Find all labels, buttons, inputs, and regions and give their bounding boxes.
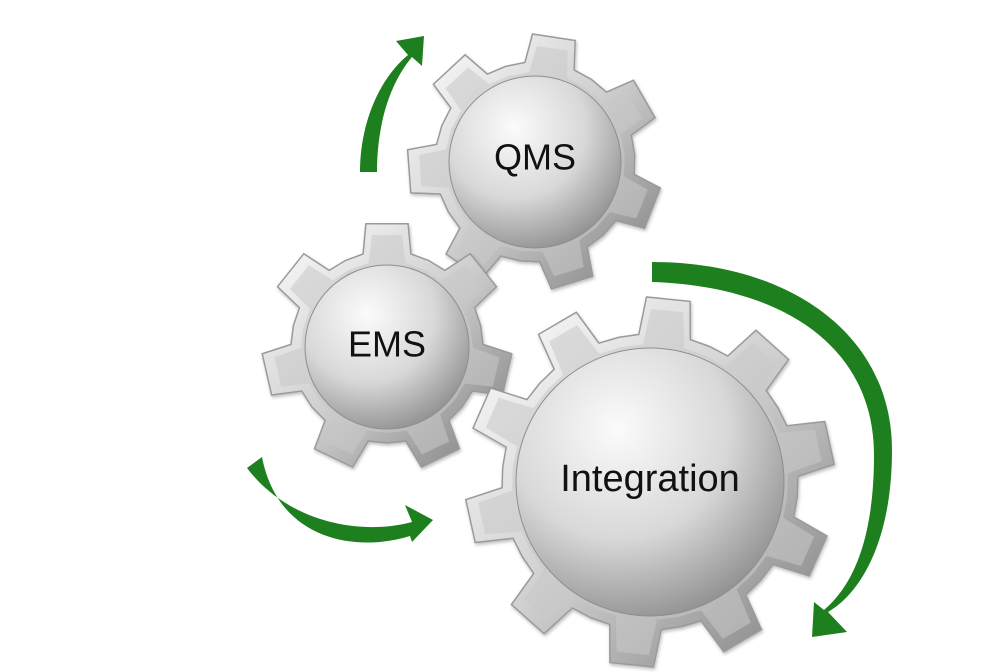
gear-ems-face (304, 264, 470, 430)
gear-integration-face (515, 347, 785, 617)
integration-label: Integration (560, 458, 740, 500)
ems-gear (261, 223, 513, 469)
gear-qms-face (448, 75, 622, 249)
qms-label: QMS (494, 137, 576, 178)
qms-gear (406, 33, 662, 290)
cycle-arrow-ems-to-integration (247, 457, 433, 543)
integration-gear (464, 296, 836, 668)
arrows-group (247, 36, 892, 637)
cycle-arrow-to-qms (360, 36, 424, 172)
ems-label: EMS (348, 324, 426, 365)
